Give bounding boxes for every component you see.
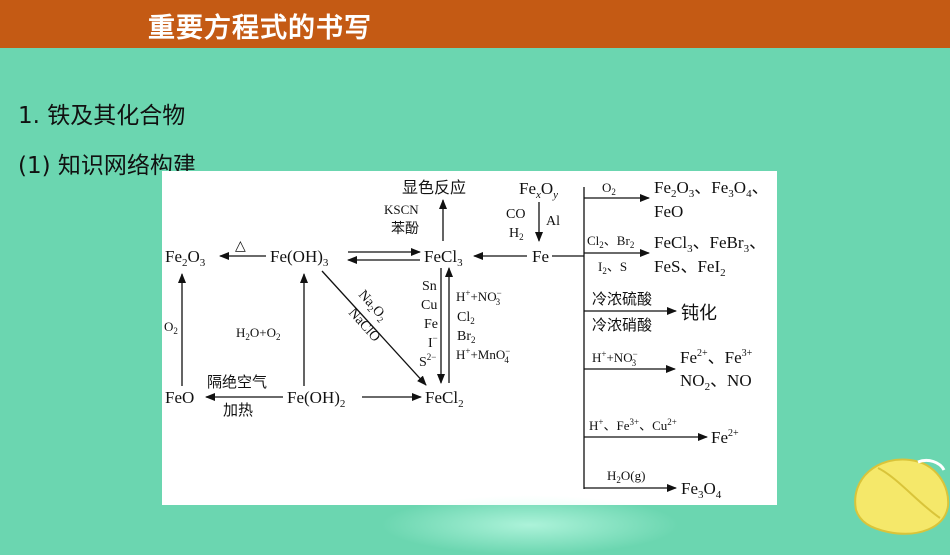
label-fe-r: Fe xyxy=(424,317,438,332)
title-bar: 重要方程式的书写 xyxy=(0,0,950,48)
label-cl2: Cl2 xyxy=(457,310,475,326)
section-heading: 1. 铁及其化合物 xyxy=(18,103,186,129)
label-co: CO xyxy=(506,207,525,222)
label-h2o-o2: H2O+O2 xyxy=(236,325,281,342)
label-i-minus: I− xyxy=(428,333,438,351)
node-fe2o3: Fe2O3 xyxy=(165,247,206,269)
label-s2minus: S2− xyxy=(419,352,436,370)
node-feo: FeO xyxy=(165,388,194,407)
label-h2: H2 xyxy=(509,226,524,242)
label-geju: 隔绝空气 xyxy=(207,374,267,391)
branch-displacement-reagent: H+、Fe3+、Cu2+ xyxy=(589,417,677,433)
branch-halogen-reagent: Cl2、Br2 xyxy=(587,233,634,250)
node-feoh3: Fe(OH)3 xyxy=(270,247,329,269)
branch-nitric-product: Fe2+、Fe3+ xyxy=(680,348,753,367)
branch-o2-product2: FeO xyxy=(654,202,683,221)
label-al: Al xyxy=(546,214,560,229)
node-fecl3: FeCl3 xyxy=(424,247,463,269)
branch-nitric-product2: NO2、NO xyxy=(680,371,752,393)
slide-title: 重要方程式的书写 xyxy=(148,13,372,44)
node-fe: Fe xyxy=(532,247,549,266)
diagram-panel: Fe2O3 Fe(OH)3 FeCl3 Fe FeO Fe(OH)2 FeCl2… xyxy=(162,171,777,505)
branch-passivation-reagent: 冷浓硫酸 xyxy=(592,291,652,308)
bottom-glow xyxy=(380,495,680,555)
branch-passivation-reagent2: 冷浓硝酸 xyxy=(592,317,652,334)
label-o2-left: O2 xyxy=(164,319,178,336)
label-cu: Cu xyxy=(421,298,437,313)
label-jiare: 加热 xyxy=(223,402,253,419)
node-fecl2: FeCl2 xyxy=(425,388,464,410)
node-xianse: 显色反应 xyxy=(402,178,466,197)
label-br2: Br2 xyxy=(457,329,476,345)
branch-halogen-product2: FeS、FeI2 xyxy=(654,257,726,279)
iron-compounds-network-diagram: Fe2O3 Fe(OH)3 FeCl3 Fe FeO Fe(OH)2 FeCl2… xyxy=(164,178,769,501)
branch-o2-reagent: O2 xyxy=(602,180,616,197)
branch-steam-product: Fe3O4 xyxy=(681,479,722,501)
node-feoh2: Fe(OH)2 xyxy=(287,388,345,410)
branch-halogen-product: FeCl3、FeBr3、 xyxy=(654,233,766,255)
arrow-feoh3-to-fecl2-diagonal xyxy=(321,270,427,386)
branch-passivation-product: 钝化 xyxy=(681,303,717,323)
label-triangle: △ xyxy=(235,239,246,254)
label-benfen: 苯酚 xyxy=(391,220,419,237)
node-fexoy: FexOy xyxy=(519,179,558,201)
label-kscn: KSCN xyxy=(384,202,419,217)
label-h-no3: H++NO−3 xyxy=(456,288,502,307)
branch-nitric-reagent: H++NO−3 xyxy=(592,349,638,368)
branch-displacement-product: Fe2+ xyxy=(711,428,739,447)
label-h-mno4: H++MnO−4 xyxy=(456,346,510,365)
branch-halogen-reagent2: I2、S xyxy=(598,259,627,276)
label-sn: Sn xyxy=(422,279,437,294)
branch-o2-product: Fe2O3、Fe3O4、 xyxy=(654,178,769,200)
leaf-decoration-icon xyxy=(854,458,950,535)
branch-steam-reagent: H2O(g) xyxy=(607,468,645,485)
